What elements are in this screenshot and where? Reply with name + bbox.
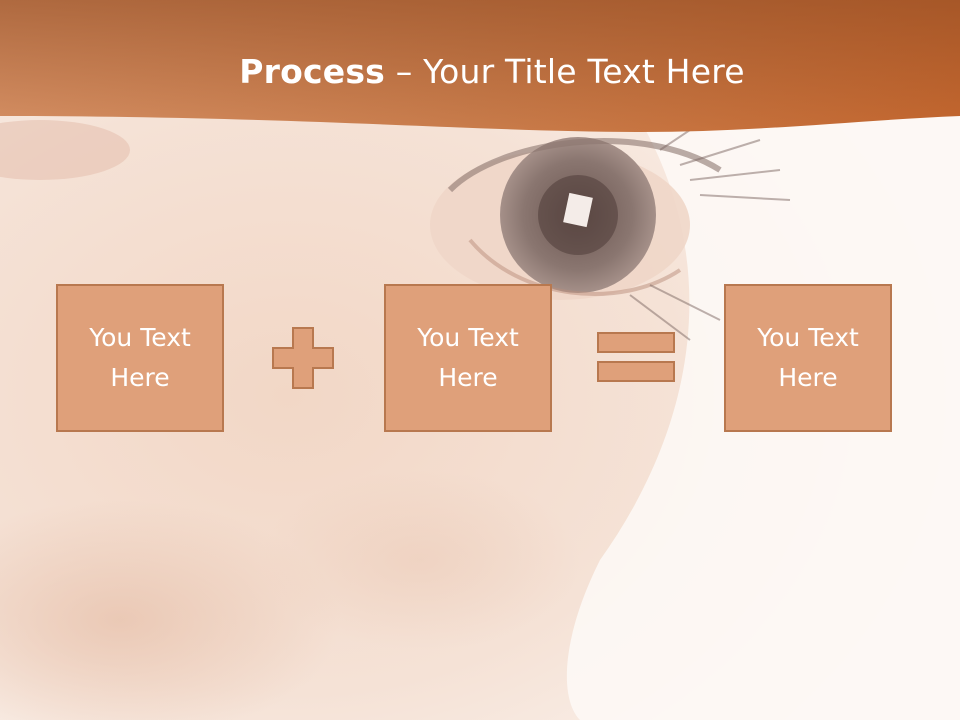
- title-bold: Process: [239, 52, 386, 91]
- title-rest: – Your Title Text Here: [385, 52, 745, 91]
- process-box-3[interactable]: You Text Here: [724, 284, 892, 432]
- slide-title: Process – Your Title Text Here: [0, 52, 960, 91]
- process-box-2[interactable]: You Text Here: [384, 284, 552, 432]
- equals-icon: [597, 332, 675, 382]
- plus-icon: [272, 327, 334, 389]
- process-box-1[interactable]: You Text Here: [56, 284, 224, 432]
